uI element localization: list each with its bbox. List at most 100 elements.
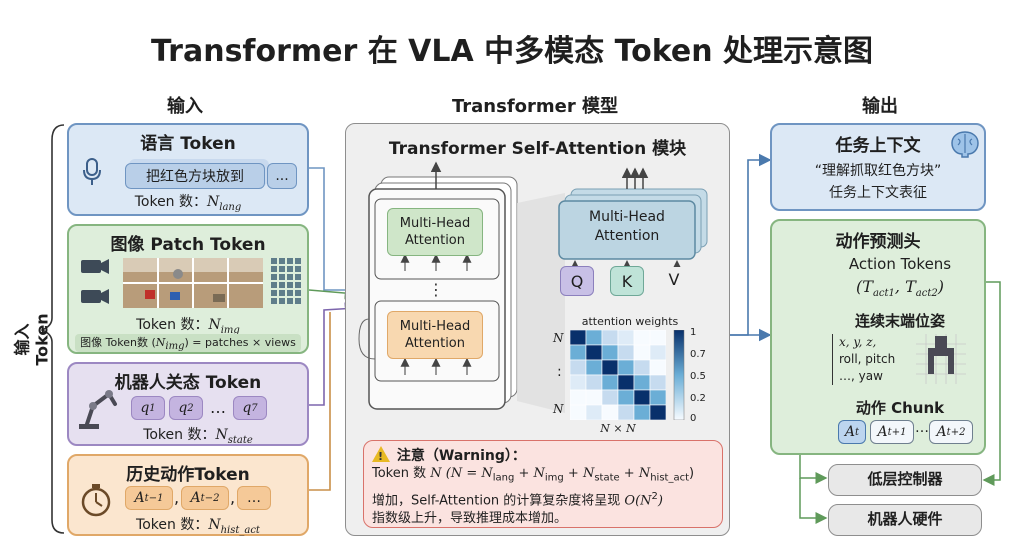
- query-label: Q: [570, 271, 584, 291]
- history-chip-2-sub: t−2: [200, 492, 220, 504]
- low-level-controller-box: 低层控制器: [828, 464, 982, 496]
- heatmap-cell: [570, 344, 587, 361]
- task-context-box: 任务上下文 “理解抓取红色方块” 任务上下文表征: [770, 123, 986, 211]
- warning-line3: 指数级上升，导致推理成本增加。: [372, 510, 568, 526]
- image-formula-var: N: [155, 336, 166, 349]
- input-token-side-label-wrap: 输入 Token: [13, 300, 52, 365]
- heatmap-cell: [617, 344, 635, 361]
- heatmap-cell: [570, 404, 587, 420]
- heatmap-cell: [570, 359, 587, 376]
- heatmap-cell: [601, 404, 619, 420]
- heatmap-cell: [570, 330, 587, 346]
- colorbar-tick-3: 0.5: [690, 371, 706, 382]
- language-count-var: N: [207, 194, 220, 210]
- mha-zoom-line1: Multi-Head: [589, 209, 665, 225]
- language-token-chip-text: 把红色方块放到: [146, 169, 244, 185]
- heatmap-colorbar: [673, 330, 685, 420]
- heatmap-cell: [617, 330, 635, 346]
- warning-l1-s3: state: [594, 472, 620, 484]
- camera-views-image: [123, 258, 263, 308]
- mha-bottom-line2: Attention: [405, 336, 465, 351]
- heatmap-row-label-bottom-text: N: [553, 402, 564, 416]
- heatmap-cell: [649, 404, 666, 420]
- history-chip-more-text: …: [247, 490, 261, 506]
- warning-line1: Token 数 N (N = Nlang + Nimg + Nstate + N…: [372, 465, 714, 488]
- chunk-chip-2-sub: t+1: [887, 426, 907, 438]
- image-token-title: 图像 Patch Token: [110, 235, 266, 255]
- history-chip-more: …: [237, 486, 271, 510]
- state-chip-q7-sub: 7: [251, 402, 258, 414]
- heatmap-cell: [649, 359, 666, 376]
- language-arrow: [309, 167, 358, 297]
- tokens-t1: T: [862, 277, 873, 296]
- language-token-count: Token 数：Nlang: [69, 191, 307, 213]
- warning-l2-math: O(N: [624, 492, 652, 508]
- colorbar-tick-1: 1: [690, 327, 697, 338]
- heatmap-cell: [633, 359, 651, 376]
- heatmap-row-label-mid: :: [557, 364, 562, 380]
- heatmap-cell: [633, 344, 651, 361]
- state-chip-q1-var: q: [140, 400, 150, 416]
- mha-bottom-line1: Multi-Head: [399, 319, 471, 334]
- heatmap-cell: [633, 330, 651, 346]
- key-label: K: [621, 271, 633, 291]
- pose-title: 连续末端位姿: [854, 312, 945, 330]
- mha-top-line1: Multi-Head: [399, 216, 471, 231]
- image-token-count: Token 数：Nimg: [69, 314, 307, 336]
- language-count-label: Token 数：: [134, 194, 208, 210]
- state-chip-q2-var: q: [178, 400, 188, 416]
- image-formula-prefix: 图像 Token数 (: [80, 336, 156, 349]
- language-token-more-text: ...: [275, 168, 289, 184]
- heatmap-cell: [649, 344, 666, 361]
- pose-line2: roll, pitch: [839, 352, 896, 366]
- history-count-label: Token 数：: [136, 517, 209, 533]
- image-count-sub: img: [220, 324, 240, 336]
- heatmap-cell: [649, 389, 666, 406]
- history-chip-1-sub: t−1: [144, 492, 164, 504]
- tokens-sep: ,: [894, 277, 906, 296]
- camera-icon: [81, 259, 109, 304]
- state-count-sub: state: [227, 434, 253, 446]
- heatmap-cell: [649, 374, 666, 391]
- warning-icon-mark: !: [378, 450, 384, 463]
- pose-values: x, y, z, roll, pitch …, yaw: [832, 334, 912, 385]
- action-tokens-formula: (Tact1, Tact2): [830, 277, 970, 299]
- language-count-sub: lang: [219, 201, 242, 213]
- pose-line1: x, y, z,: [839, 335, 877, 349]
- heatmap-cell: [585, 374, 603, 391]
- heatmap-cell: [633, 374, 651, 391]
- attention-heatmap: [570, 330, 666, 420]
- warning-l1-s4: hist_act: [650, 472, 690, 484]
- task-context-line1: “理解抓取红色方块”: [814, 163, 942, 179]
- tokens-close: ): [937, 277, 944, 296]
- pose-line3: …, yaw: [839, 369, 883, 383]
- input-token-side-label: 输入 Token: [12, 313, 52, 366]
- image-count-label: Token 数：: [136, 317, 209, 333]
- key-chip: K: [610, 266, 644, 296]
- heatmap-cell: [617, 374, 635, 391]
- patch-grid-icon: [271, 258, 301, 304]
- heatmap-cell: [601, 389, 619, 406]
- transformer-module-title: Transformer Self-Attention 模块: [388, 139, 687, 159]
- chunk-chip-3-var: A: [936, 424, 947, 440]
- action-head-box: 动作预测头: [770, 219, 986, 455]
- warning-l1-p1: + N: [514, 466, 545, 481]
- state-chip-ellipsis: …: [210, 398, 226, 417]
- chunk-chip-1-var: A: [844, 424, 856, 440]
- heatmap-title: attention weights: [581, 315, 679, 328]
- heatmap-cell: [601, 330, 619, 346]
- input-column-header: 输入: [167, 96, 203, 117]
- output-column-header: 输出: [862, 96, 898, 117]
- model-column-header: Transformer 模型: [451, 96, 619, 117]
- warning-header: ! 注意（Warning）：: [372, 444, 714, 465]
- robot-hardware-box: 机器人硬件: [828, 504, 982, 536]
- history-sep-1: ,: [174, 488, 180, 507]
- stopwatch-icon: [81, 484, 111, 517]
- robot-arm-icon: [79, 390, 117, 429]
